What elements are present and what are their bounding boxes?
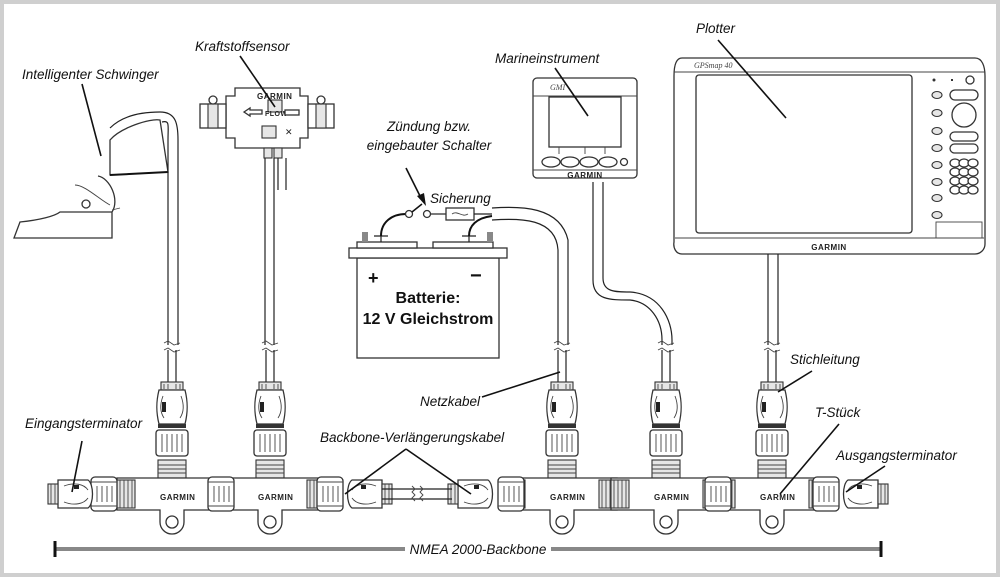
coupling-nut — [704, 476, 732, 512]
coupling-nut — [207, 476, 235, 512]
battery-negative: − — [470, 265, 482, 287]
label-drop-cable: Stichleitung — [790, 352, 860, 367]
battery-label-1: Batterie: — [396, 290, 461, 307]
svg-text:GARMIN: GARMIN — [654, 493, 689, 502]
cable-break-marks — [163, 340, 781, 353]
drop-connector — [253, 381, 287, 457]
extension-cable — [382, 485, 452, 502]
flow-label: FLOW — [265, 111, 288, 118]
t-connector: GARMIN — [214, 459, 326, 535]
label-t-connector: T-Stück — [815, 405, 862, 420]
label-fuel-sensor: Kraftstoffsensor — [195, 39, 290, 54]
disposal-icon: ✕ — [285, 127, 293, 137]
label-fuse: Sicherung — [430, 191, 491, 206]
t-connector: GARMIN — [116, 459, 228, 535]
svg-text:GARMIN: GARMIN — [760, 493, 795, 502]
plotter-icon: GPSmap 40 GARMIN — [673, 57, 986, 345]
label-plotter: Plotter — [696, 21, 736, 36]
battery-label-2: 12 V Gleichstrom — [363, 311, 494, 328]
label-backbone: NMEA 2000-Backbone — [410, 542, 547, 557]
fuse-icon — [445, 207, 492, 221]
coupling-nut — [90, 476, 118, 512]
label-smart-transducer: Intelligenter Schwinger — [22, 67, 159, 82]
battery-positive: + — [368, 268, 379, 288]
battery-icon: + − Batterie: 12 V Gleichstrom — [348, 232, 508, 359]
output-terminator-icon — [842, 479, 889, 509]
ignition-switch-icon — [380, 203, 446, 237]
label-power-cable: Netzkabel — [420, 394, 481, 409]
plotter-model: GPSmap 40 — [694, 61, 732, 70]
t-connector: GARMIN — [716, 459, 828, 535]
leader-lines — [71, 39, 886, 495]
instrument-brand: GARMIN — [567, 171, 602, 180]
svg-text:GARMIN: GARMIN — [160, 493, 195, 502]
fuel-sensor-brand: GARMIN — [257, 92, 292, 101]
drop-connector — [155, 381, 189, 457]
fuel-sensor-icon: GARMIN FLOW ✕ — [199, 87, 335, 345]
label-input-terminator: Eingangsterminator — [25, 416, 143, 431]
coupling-nut — [812, 476, 840, 512]
svg-text:GARMIN: GARMIN — [550, 493, 585, 502]
input-terminator-icon — [47, 479, 94, 509]
drop-connector — [545, 381, 579, 457]
extension-plug-left — [346, 479, 393, 509]
smart-transducer-icon — [13, 111, 179, 345]
coupling-nut — [497, 476, 525, 512]
label-ignition-switch-1: Zündung bzw. — [386, 119, 471, 134]
label-ignition-switch-2: eingebauter Schalter — [367, 138, 492, 153]
drop-connector — [649, 381, 683, 457]
t-connector: GARMIN — [506, 459, 618, 535]
drop-connector — [755, 381, 789, 457]
plotter-softkeys — [931, 90, 943, 220]
drop-cables — [167, 350, 777, 382]
plotter-brand: GARMIN — [811, 243, 846, 252]
t-connector: GARMIN — [610, 459, 722, 535]
power-cable-icon — [468, 206, 569, 345]
label-backbone-extension: Backbone-Verlängerungskabel — [320, 430, 505, 445]
label-marine-instrument: Marineinstrument — [495, 51, 601, 66]
marine-instrument-icon: GMI GARMIN — [532, 77, 673, 345]
backbone-dimension-line — [53, 541, 883, 557]
coupling-nut — [316, 476, 344, 512]
label-output-terminator: Ausgangsterminator — [835, 448, 957, 463]
instrument-model: GMI — [550, 83, 565, 92]
svg-text:GARMIN: GARMIN — [258, 493, 293, 502]
